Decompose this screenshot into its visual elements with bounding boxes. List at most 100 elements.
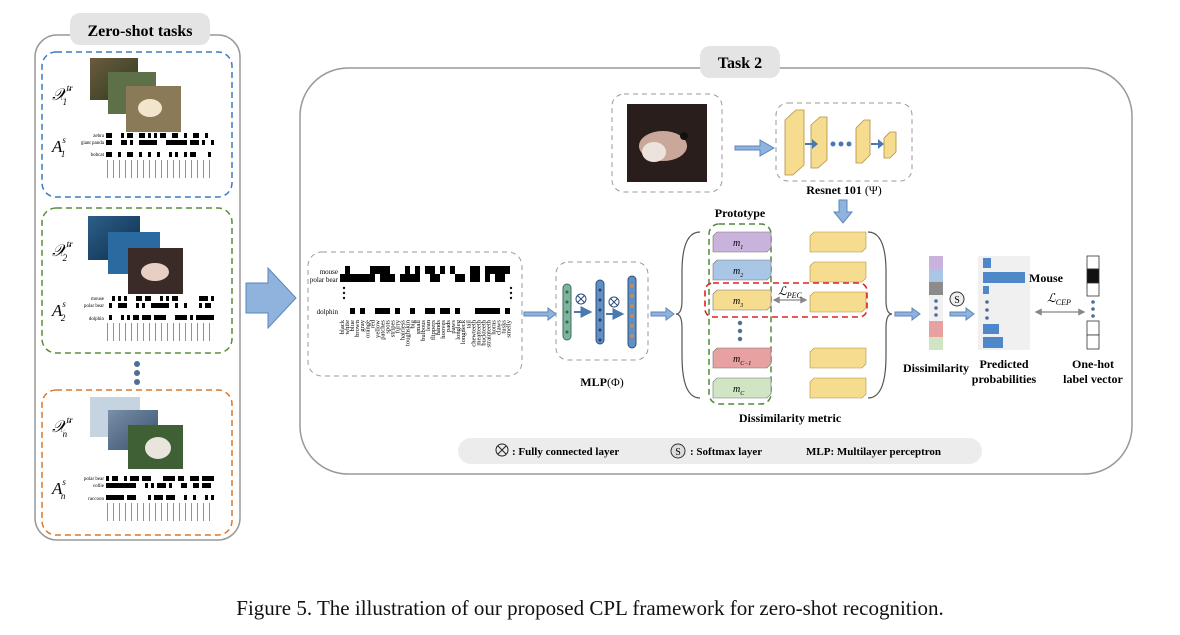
matrix-cell	[121, 133, 124, 138]
matrix-cell	[109, 483, 112, 488]
prototype-box	[708, 223, 772, 405]
matrix-cell	[445, 266, 450, 274]
matrix-cell	[505, 308, 510, 314]
feature-block	[809, 231, 867, 253]
matrix-cell	[115, 495, 118, 500]
matrix-cell	[345, 308, 350, 314]
matrix-cell	[193, 133, 196, 138]
matrix-cell	[500, 308, 505, 314]
matrix-cell	[163, 303, 166, 308]
matrix-cell	[480, 274, 485, 282]
attr-tick	[209, 503, 210, 521]
probability-bars	[983, 258, 1025, 348]
matrix-cell	[109, 495, 112, 500]
predicted-label-1: Predicted	[979, 357, 1028, 371]
matrix-cell	[172, 495, 175, 500]
attribute-word: hooves	[440, 320, 447, 339]
matrix-cell	[505, 266, 510, 274]
attr-tick	[167, 323, 168, 341]
matrix-cell	[124, 140, 127, 145]
matrix-cell	[193, 140, 196, 145]
matrix-cell	[160, 303, 163, 308]
task2-title-box	[700, 46, 780, 78]
attr-tick	[191, 503, 192, 521]
matrix-cell	[450, 274, 455, 282]
matrix-cell	[151, 483, 154, 488]
matrix-cell	[410, 308, 415, 314]
matrix-cell	[400, 308, 405, 314]
matrix-cell	[163, 315, 166, 320]
attribute-word: hairless	[400, 320, 407, 341]
class-label: raccoon	[88, 497, 104, 502]
matrix-cell	[440, 274, 445, 282]
matrix-cell	[163, 476, 166, 481]
arrow-to-dissimilarity	[894, 307, 921, 321]
matrix-cell	[172, 133, 175, 138]
attr-tick	[185, 323, 186, 341]
matrix-cell	[415, 308, 420, 314]
matrix-cell	[196, 315, 199, 320]
matrix-cell	[175, 303, 178, 308]
class-label: polar bear	[84, 304, 104, 309]
attr-tick	[125, 160, 126, 178]
attribute-word: bulbous	[420, 320, 427, 341]
matrix-cell	[495, 266, 500, 274]
matrix-cell	[148, 133, 151, 138]
attribute-word: brown	[354, 319, 361, 337]
matrix-cell	[142, 133, 145, 138]
attr-tick	[119, 323, 120, 341]
matrix-cell	[169, 483, 172, 488]
matrix-cell	[455, 308, 460, 314]
matrix-cell	[196, 133, 199, 138]
softmax-legend-symbol: S	[675, 447, 681, 458]
matrix-cell	[160, 495, 163, 500]
matrix-cell	[154, 315, 157, 320]
matrix-cell	[470, 308, 475, 314]
matrix-cell	[196, 476, 199, 481]
matrix-cell	[365, 308, 370, 314]
matrix-cell	[160, 483, 163, 488]
arrow-to-prototypes	[650, 307, 675, 321]
class-label: bobcat	[91, 153, 105, 158]
attr-tick	[131, 323, 132, 341]
matrix-cell	[208, 476, 211, 481]
matrix-cell	[440, 308, 445, 314]
matrix-cell	[136, 296, 139, 301]
attr-tick	[173, 323, 174, 341]
dissimilarity-metric-label: Dissimilarity metric	[739, 411, 842, 425]
attribute-word: white	[344, 320, 351, 335]
matrix-cell	[178, 476, 181, 481]
mlp-label: MLP(Φ)	[580, 375, 623, 389]
matrix-cell	[127, 315, 130, 320]
attribute-word: furry	[395, 319, 402, 333]
matrix-cell	[365, 274, 370, 282]
attr-tick	[113, 323, 114, 341]
attr-tick	[161, 503, 162, 521]
matrix-cell	[154, 133, 157, 138]
matrix-cell	[420, 266, 425, 274]
matrix-cell	[370, 308, 375, 314]
matrix-cell	[157, 152, 160, 157]
attr-tick	[155, 160, 156, 178]
attribute-word: claws	[496, 320, 503, 335]
matrix-cell	[211, 140, 214, 145]
matrix-cell	[148, 476, 151, 481]
attr-tick	[113, 503, 114, 521]
matrix-cell	[375, 308, 380, 314]
matrix-cell	[184, 483, 187, 488]
matrix-cell	[133, 476, 136, 481]
prototype-block: mC	[712, 377, 772, 399]
matrix-cell	[145, 476, 148, 481]
matrix-cell	[175, 133, 178, 138]
matrix-cell	[450, 266, 455, 274]
prototype-block: mC−1	[712, 347, 772, 369]
matrix-cell	[445, 274, 450, 282]
attribute-word: buckteeth	[480, 319, 487, 345]
attribute-word: flippers	[430, 320, 437, 341]
attribute-word: spots	[384, 320, 391, 334]
matrix-cell	[172, 296, 175, 301]
matrix-cell	[106, 140, 109, 145]
class-label: mouse	[91, 297, 105, 302]
attribute-word: red	[369, 319, 376, 328]
